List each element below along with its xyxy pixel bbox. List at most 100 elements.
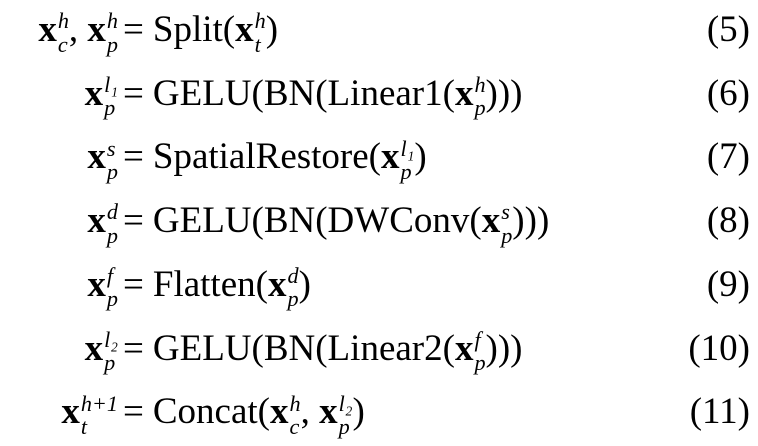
equals-sign: =: [123, 9, 144, 50]
superscript: h: [57, 8, 69, 34]
subscript: p: [400, 158, 412, 184]
variable-base: x: [84, 72, 104, 114]
variable-base: x: [87, 200, 106, 242]
equation-number: (6): [706, 72, 750, 114]
variable-base: x: [235, 9, 254, 50]
subscript: p: [338, 413, 350, 439]
variable-base: x: [270, 391, 289, 433]
math-text: ))): [485, 72, 523, 114]
math-text: GELU(BN(Linear1(: [152, 72, 455, 114]
math-text: Concat(: [152, 391, 270, 433]
variable-base: x: [87, 9, 106, 50]
subscript: c: [57, 31, 68, 57]
subscript: t: [254, 31, 261, 57]
equals-sign: =: [123, 200, 144, 242]
subscript: t: [80, 413, 87, 439]
superscript: d: [106, 199, 118, 225]
equation-number: (11): [689, 391, 750, 433]
superscript: s: [106, 135, 116, 161]
subscript: p: [287, 286, 299, 312]
math-text: GELU(BN(Linear2(: [152, 327, 455, 369]
math-text: Split(: [152, 9, 236, 50]
variable-base: x: [267, 263, 287, 305]
variable-base: x: [481, 200, 501, 242]
variable-base: x: [61, 391, 80, 433]
equation-number: (9): [706, 263, 750, 305]
math-text: ): [298, 263, 311, 305]
math-text: ))): [512, 200, 550, 242]
math-text: ))): [485, 327, 523, 369]
superscript: l₁: [104, 71, 118, 97]
math-text: GELU(BN(DWConv(: [152, 200, 482, 242]
superscript: s: [501, 199, 510, 225]
equation-number: (8): [706, 200, 750, 242]
subscript: p: [104, 95, 116, 121]
equation-number: (7): [706, 136, 750, 178]
superscript: l₂: [104, 326, 118, 352]
superscript: h: [289, 390, 301, 416]
math-text: SpatialRestore(: [152, 136, 381, 178]
subscript: p: [106, 222, 118, 248]
variable-base: x: [380, 136, 400, 178]
math-text: ,: [300, 391, 320, 433]
superscript: f: [106, 263, 114, 289]
variable-base: x: [87, 136, 106, 178]
superscript: d: [287, 263, 299, 289]
variable-base: x: [87, 263, 106, 305]
equals-sign: =: [123, 327, 144, 369]
subscript: c: [289, 413, 300, 439]
superscript: f: [474, 326, 481, 352]
variable-base: x: [319, 391, 338, 433]
superscript: h+1: [80, 390, 118, 416]
subscript: p: [106, 31, 118, 57]
math-text: ,: [68, 9, 88, 50]
equation-number: (5): [706, 9, 750, 50]
equals-sign: =: [123, 391, 144, 433]
superscript: h: [254, 8, 266, 34]
variable-base: x: [454, 72, 474, 114]
equation-number: (10): [688, 327, 750, 369]
equals-sign: =: [123, 263, 144, 305]
variable-base: x: [84, 327, 104, 369]
equals-sign: =: [123, 136, 144, 178]
